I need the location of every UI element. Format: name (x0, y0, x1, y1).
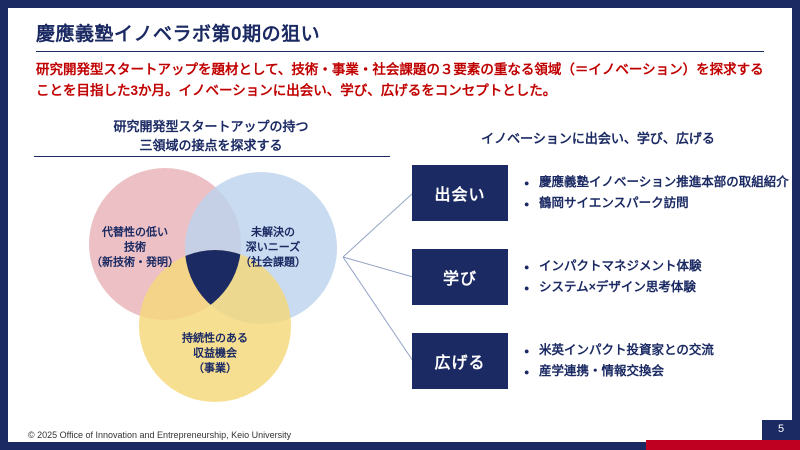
bullet-list-deai: ● 慶應義塾イノベーション推進本部の取組紹介 ● 鶴岡サイエンスパーク訪問 (524, 170, 790, 216)
connector-line-deai (342, 192, 414, 258)
bullet-list-hirogeru: ● 米英インパクト投資家との交流 ● 産学連携・情報交換会 (524, 338, 790, 384)
bullet-item: ● 慶應義塾イノベーション推進本部の取組紹介 (524, 174, 790, 191)
connector-line-hirogeru (342, 256, 414, 362)
bullet-text: システム×デザイン思考体験 (539, 280, 696, 294)
venn-label-business: 持続性のある 収益機会 （事業） (182, 332, 248, 375)
bullet-dot-icon: ● (524, 178, 530, 189)
bullet-text: 産学連携・情報交換会 (539, 364, 665, 378)
bullet-text: 慶應義塾イノベーション推進本部の取組紹介 (539, 175, 789, 190)
lead-text: 研究開発型スタートアップを題材として、技術・事業・社会課題の３要素の重なる領域（… (36, 62, 764, 98)
venn-label-technology: 代替性の低い 技術 （新技術・発明） (91, 226, 179, 269)
bullet-text: インパクトマネジメント体験 (539, 259, 702, 274)
footer-copyright: © 2025 Office of Innovation and Entrepre… (28, 430, 292, 440)
bullet-item: ● インパクトマネジメント体験 (524, 258, 790, 275)
venn-label-needs: 未解決の 深いニーズ （社会課題） (240, 226, 306, 269)
bullet-dot-icon: ● (524, 262, 530, 273)
concept-section-heading: イノベーションに出会い、学び、広げる (481, 131, 715, 146)
venn-circle-business (139, 250, 291, 402)
bullet-text: 米英インパクト投資家との交流 (539, 343, 714, 358)
bullet-text: 鶴岡サイエンスパーク訪問 (539, 196, 689, 210)
concept-box-deai: 出会い (412, 165, 508, 221)
bullet-item: ● 鶴岡サイエンスパーク訪問 (524, 195, 790, 212)
concept-box-hirogeru: 広げる (412, 333, 508, 389)
bullet-list-manabi: ● インパクトマネジメント体験 ● システム×デザイン思考体験 (524, 254, 790, 300)
venn-svg (89, 168, 337, 402)
connector-lines (335, 165, 415, 397)
bullet-item: ● システム×デザイン思考体験 (524, 279, 790, 296)
bullet-dot-icon: ● (524, 346, 530, 357)
bullet-dot-icon: ● (524, 367, 530, 377)
page-number: 5 (777, 423, 785, 435)
venn-diagram: 代替性の低い 技術 （新技術・発明） 未解決の 深いニーズ （社会課題） 持続性… (55, 162, 385, 430)
page-title: 慶應義塾イノベラボ第0期の狙い (36, 24, 321, 45)
bullet-item: ● 米英インパクト投資家との交流 (524, 342, 790, 359)
bullet-item: ● 産学連携・情報交換会 (524, 363, 790, 380)
concept-row-hirogeru: 広げる ● 米英インパクト投資家との交流 ● 産学連携・情報交換会 (412, 333, 790, 389)
bullet-dot-icon: ● (524, 283, 530, 293)
accent-bar (646, 440, 800, 450)
concept-row-deai: 出会い ● 慶應義塾イノベーション推進本部の取組紹介 ● 鶴岡サイエンスパーク訪… (412, 165, 790, 221)
bullet-dot-icon: ● (524, 199, 530, 209)
venn-section-divider (34, 156, 390, 157)
title-divider (36, 51, 764, 52)
concept-rows: 出会い ● 慶應義塾イノベーション推進本部の取組紹介 ● 鶴岡サイエンスパーク訪… (412, 165, 790, 417)
connector-line-manabi (342, 256, 414, 278)
venn-section-heading: 研究開発型スタートアップの持つ 三領域の接点を探求する (113, 119, 309, 153)
concept-box-manabi: 学び (412, 249, 508, 305)
concept-row-manabi: 学び ● インパクトマネジメント体験 ● システム×デザイン思考体験 (412, 249, 790, 305)
